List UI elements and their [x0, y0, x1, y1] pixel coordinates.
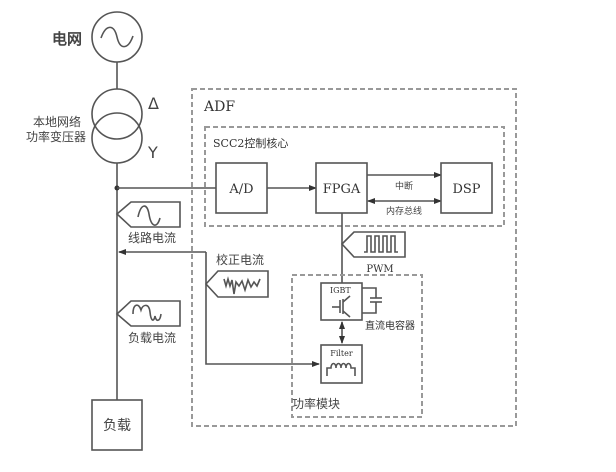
igbt-block: [320, 282, 363, 321]
inductor-coil-icon: [326, 362, 356, 376]
adf-label: ADF: [203, 99, 235, 115]
load-block: [91, 399, 143, 451]
fpga-label: FPGA: [323, 182, 361, 197]
adf-boundary: [191, 88, 517, 427]
correction-current-sensor: 校正电流: [204, 252, 269, 298]
interrupt-label: 中断: [395, 180, 413, 192]
memory-bus-label: 内存总线: [386, 205, 422, 217]
igbt-transistor-icon: [332, 295, 351, 318]
filter-label: Filter: [330, 349, 353, 358]
pwm-waveform-icon: [364, 235, 398, 253]
transformer-label-line1: 本地网络: [33, 114, 81, 129]
power-module-label: 功率模块: [292, 396, 340, 411]
ad-converter-block: [215, 162, 268, 214]
noisy-wave-icon: [223, 276, 261, 295]
dsp-block: [440, 162, 493, 214]
load-current-sensor: 负载电流: [115, 300, 181, 345]
load-current-label: 负载电流: [128, 331, 176, 345]
dc-capacitor-icon: [362, 287, 382, 314]
grid-source: 电网: [52, 11, 143, 63]
distorted-wave-icon: [132, 304, 162, 322]
ad-converter-label: A/D: [228, 182, 253, 197]
igbt-label: IGBT: [330, 286, 351, 295]
transformer-primary-winding: [91, 88, 143, 140]
correction-current-label: 校正电流: [216, 252, 264, 267]
sine-wave-glyph: [100, 26, 134, 48]
transformer-secondary-symbol: Y: [147, 143, 158, 162]
grid-label: 电网: [52, 30, 82, 48]
power-module-boundary: [291, 274, 423, 418]
transformer-secondary-winding: [91, 112, 143, 164]
control-core-label: SCC2控制核心: [213, 136, 288, 150]
line-current-sensor: 线路电流: [115, 201, 181, 245]
load-label: 负载: [103, 418, 131, 434]
pwm-signal-tag: PWM: [340, 231, 406, 275]
dsp-label: DSP: [452, 182, 480, 197]
transformer-primary-symbol: Δ: [148, 94, 159, 113]
control-core-boundary: [204, 126, 505, 227]
dc-capacitor-label: 直流电容器: [365, 319, 415, 332]
pwm-label: PWM: [366, 264, 393, 275]
sine-wave-icon: [137, 205, 161, 226]
transformer: Δ Y 本地网络 功率变压器: [26, 88, 159, 164]
correction-current-wire: [205, 252, 320, 367]
transformer-label-line2: 功率变压器: [26, 129, 86, 144]
line-current-label: 线路电流: [128, 230, 176, 245]
